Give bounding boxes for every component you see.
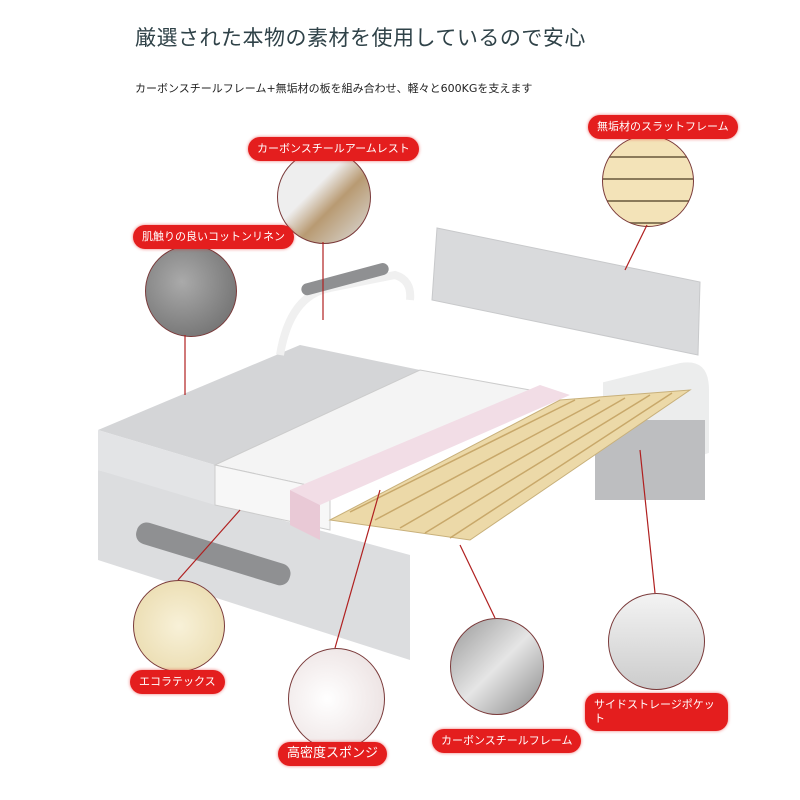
sponge-detail-image <box>288 648 385 750</box>
cotton-detail-image <box>145 245 237 337</box>
callout-slat-frame: 無垢材のスラットフレーム <box>588 115 738 139</box>
callout-latex: エコラテックス <box>130 670 225 694</box>
callout-armrest: カーボンスチールアームレスト <box>248 137 419 161</box>
slat-detail-image <box>602 135 694 227</box>
page-subtitle: カーボンスチールフレーム+無垢材の板を組み合わせ、軽々と600KGを支えます <box>135 82 533 95</box>
callout-cotton: 肌触りの良いコットンリネン <box>133 225 294 249</box>
pocket-detail-image <box>608 593 705 690</box>
frame-detail-image <box>450 618 544 715</box>
callout-sponge: 高密度スポンジ <box>278 742 388 766</box>
page-title: 厳選された本物の素材を使用しているので安心 <box>135 26 586 50</box>
latex-detail-image <box>133 580 225 672</box>
callout-carbon-frame: カーボンスチールフレーム <box>432 729 582 753</box>
handle <box>136 522 291 586</box>
armrest-detail-image <box>277 150 371 244</box>
callout-side-pocket: サイドストレージポケット <box>585 693 728 731</box>
